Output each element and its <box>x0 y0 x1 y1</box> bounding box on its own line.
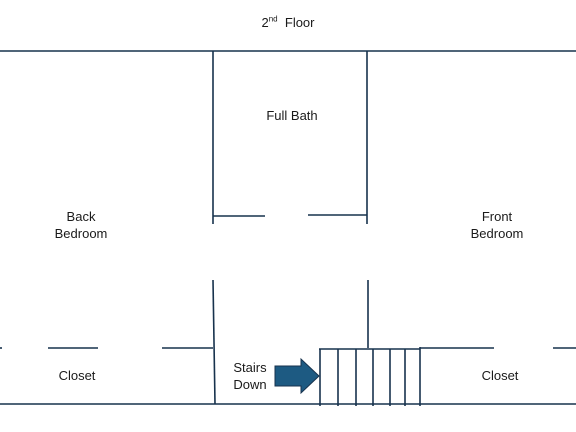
right-closet-label: Closet <box>450 367 550 384</box>
full-bath-label: Full Bath <box>242 107 342 124</box>
back-bedroom-line-2: Bedroom <box>54 226 108 241</box>
right-arrow-icon <box>274 357 320 395</box>
floor-title-word: Floor <box>284 15 315 30</box>
right-closet-text: Closet <box>481 368 519 383</box>
left-closet-text: Closet <box>58 368 96 383</box>
front-bedroom-line-2: Bedroom <box>470 226 524 241</box>
front-bedroom-label: Front Bedroom <box>447 208 547 242</box>
floor-title-number: 2 <box>261 15 269 30</box>
hall-left-wall <box>212 279 216 405</box>
stairs-line-1: Stairs <box>233 360 267 375</box>
stairs-label: Stairs Down <box>218 359 282 393</box>
left-closet-label: Closet <box>27 367 127 384</box>
back-bedroom-line-1: Back <box>66 209 96 224</box>
full-bath-text: Full Bath <box>266 108 318 123</box>
front-bedroom-line-1: Front <box>481 209 513 224</box>
back-bedroom-label: Back Bedroom <box>31 208 131 242</box>
floor-title-suffix: nd <box>268 14 278 24</box>
floor-title: 2nd Floor <box>238 14 338 31</box>
stairs-line-2: Down <box>233 377 267 392</box>
